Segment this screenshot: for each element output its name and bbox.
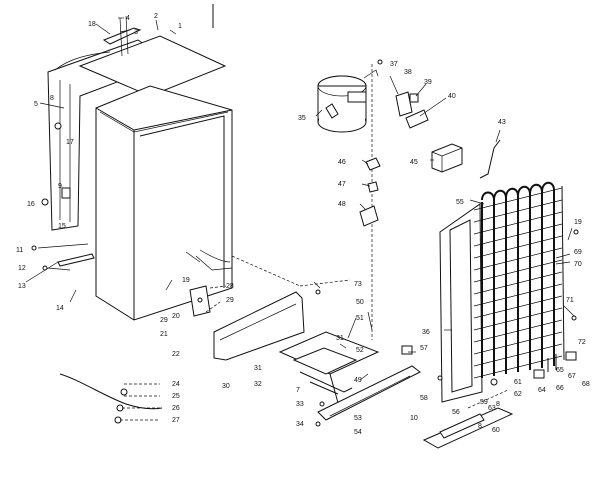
label-1: 1: [178, 23, 182, 30]
label-30: 30: [222, 383, 230, 390]
label-58: 58: [420, 395, 428, 402]
label-45: 45: [410, 159, 418, 166]
left-screws: [25, 122, 95, 283]
label-70: 70: [574, 261, 582, 268]
label-17: 17: [66, 139, 74, 146]
base-frame: [278, 331, 421, 427]
label-47: 47: [338, 181, 346, 188]
label-57: 57: [420, 345, 428, 352]
label-8: 8: [496, 401, 500, 408]
label-67: 67: [568, 373, 576, 380]
label-5: 5: [34, 101, 38, 108]
back-panel: [47, 39, 172, 231]
mounting-clips: [359, 157, 381, 227]
label-63: 63: [488, 405, 496, 412]
label-15: 15: [58, 223, 66, 230]
leader-lines: [39, 17, 575, 381]
label-60: 60: [492, 427, 500, 434]
label-3: 3: [134, 29, 138, 36]
label-72: 72: [578, 339, 586, 346]
drain-pan: [422, 389, 514, 449]
part-labels: 18 4 3 2 1 5 17 9 16 15 11 12 13 14 19 2…: [16, 13, 590, 436]
label-29: 29: [226, 297, 234, 304]
label-53: 53: [354, 415, 362, 422]
label-9: 9: [58, 183, 62, 190]
label-19b: 19: [574, 219, 582, 226]
label-28: 28: [226, 283, 234, 290]
label-38: 38: [404, 69, 412, 76]
label-24: 24: [172, 381, 180, 388]
label-51: 51: [356, 315, 364, 322]
label-8c: 8: [50, 95, 54, 102]
label-59: 59: [480, 399, 488, 406]
label-32: 32: [254, 381, 262, 388]
cabinet-box: [95, 85, 233, 321]
label-33: 33: [296, 401, 304, 408]
label-25: 25: [172, 393, 180, 400]
label-54: 54: [354, 429, 362, 436]
label-13: 13: [18, 283, 26, 290]
label-19: 19: [182, 277, 190, 284]
label-21: 21: [160, 331, 168, 338]
label-55: 55: [456, 199, 464, 206]
label-68: 68: [582, 381, 590, 388]
label-31b: 31: [336, 335, 344, 342]
relay-parts: [395, 91, 429, 129]
label-31: 31: [254, 365, 262, 372]
label-62: 62: [514, 391, 522, 398]
access-cover-panel: [213, 255, 351, 361]
bracket-28: [189, 285, 227, 317]
wire-harness: [59, 373, 163, 424]
label-73: 73: [354, 281, 362, 288]
label-71: 71: [566, 297, 574, 304]
label-40: 40: [448, 93, 456, 100]
label-69: 69: [574, 249, 582, 256]
label-35: 35: [298, 115, 306, 122]
label-34: 34: [296, 421, 304, 428]
label-46: 46: [338, 159, 346, 166]
label-49: 49: [354, 377, 362, 384]
compressor: [317, 69, 379, 133]
label-29b: 29: [160, 317, 168, 324]
top-mount-panel: [78, 15, 227, 97]
label-66: 66: [556, 385, 564, 392]
label-14: 14: [56, 305, 64, 312]
label-48: 48: [338, 201, 346, 208]
label-11: 11: [16, 247, 23, 254]
label-39: 39: [424, 79, 432, 86]
label-36: 36: [422, 329, 430, 336]
label-12: 12: [18, 265, 26, 272]
label-37: 37: [390, 61, 398, 68]
relay-cover: [431, 143, 463, 173]
condenser-fins: [473, 187, 563, 379]
condenser: [439, 181, 565, 403]
label-7: 7: [296, 387, 300, 394]
label-10: 10: [410, 415, 418, 422]
label-27: 27: [172, 417, 180, 424]
label-65: 65: [556, 367, 564, 374]
label-43: 43: [498, 119, 506, 126]
label-22: 22: [172, 351, 180, 358]
label-2: 2: [154, 13, 158, 20]
label-56: 56: [452, 409, 460, 416]
wire-43: [479, 139, 501, 179]
label-26: 26: [172, 405, 180, 412]
label-52: 52: [356, 347, 364, 354]
label-64: 64: [538, 387, 546, 394]
label-20: 20: [172, 313, 180, 320]
label-4: 4: [126, 15, 130, 22]
label-18: 18: [88, 21, 96, 28]
label-16: 16: [27, 201, 35, 208]
small-parts-right: [315, 59, 579, 386]
label-61: 61: [514, 379, 522, 386]
label-8b: 8: [478, 423, 482, 430]
label-50: 50: [356, 299, 364, 306]
